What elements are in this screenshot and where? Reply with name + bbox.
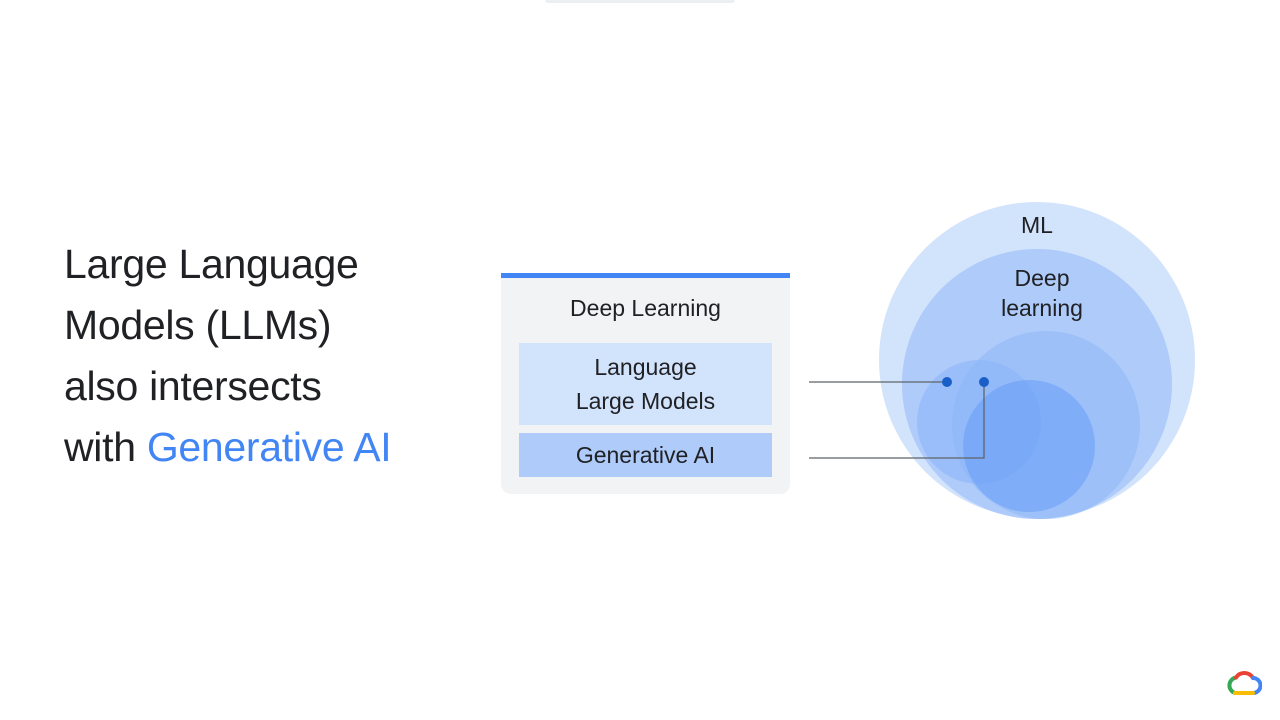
ml-circle: [879, 202, 1195, 518]
legend-llm-line-1: Language: [594, 354, 697, 380]
generative-ai-pointer-dot: [979, 377, 989, 387]
deep-learning-circle: [902, 249, 1172, 519]
google-cloud-icon: [1227, 671, 1262, 695]
headline-line-2: Models (LLMs): [64, 302, 332, 348]
legend-card: Deep Learning Language Large Models Gene…: [501, 273, 790, 494]
generative-ai-connector-line: [809, 382, 985, 459]
headline-accent: Generative AI: [146, 424, 392, 470]
headline-line-4-prefix: with: [64, 424, 147, 470]
top-decoration: [545, 0, 735, 3]
headline-line-3: also intersects: [64, 363, 322, 409]
llm-pointer-dot: [942, 377, 952, 387]
inner-circle-large: [952, 331, 1140, 519]
legend-card-top-bar: [501, 273, 790, 278]
llm-circle: [917, 360, 1041, 484]
headline-line-1: Large Language: [64, 241, 359, 287]
legend-title: Deep Learning: [570, 295, 721, 321]
deep-label-line-2: learning: [1001, 295, 1083, 321]
legend-llm-line-2: Large Models: [575, 388, 716, 414]
headline: Large Language Models (LLMs) also inters…: [64, 234, 484, 478]
ml-label: ML: [1021, 212, 1053, 238]
deep-label-line-1: Deep: [1015, 265, 1070, 291]
legend-gen-ai-box: Generative AI: [519, 433, 772, 477]
legend-gen-ai-label: Generative AI: [575, 441, 716, 468]
generative-ai-circle: [963, 380, 1095, 512]
headline-line-4: with Generative AI: [64, 417, 484, 478]
legend-llm-box: Language Large Models: [519, 343, 772, 425]
